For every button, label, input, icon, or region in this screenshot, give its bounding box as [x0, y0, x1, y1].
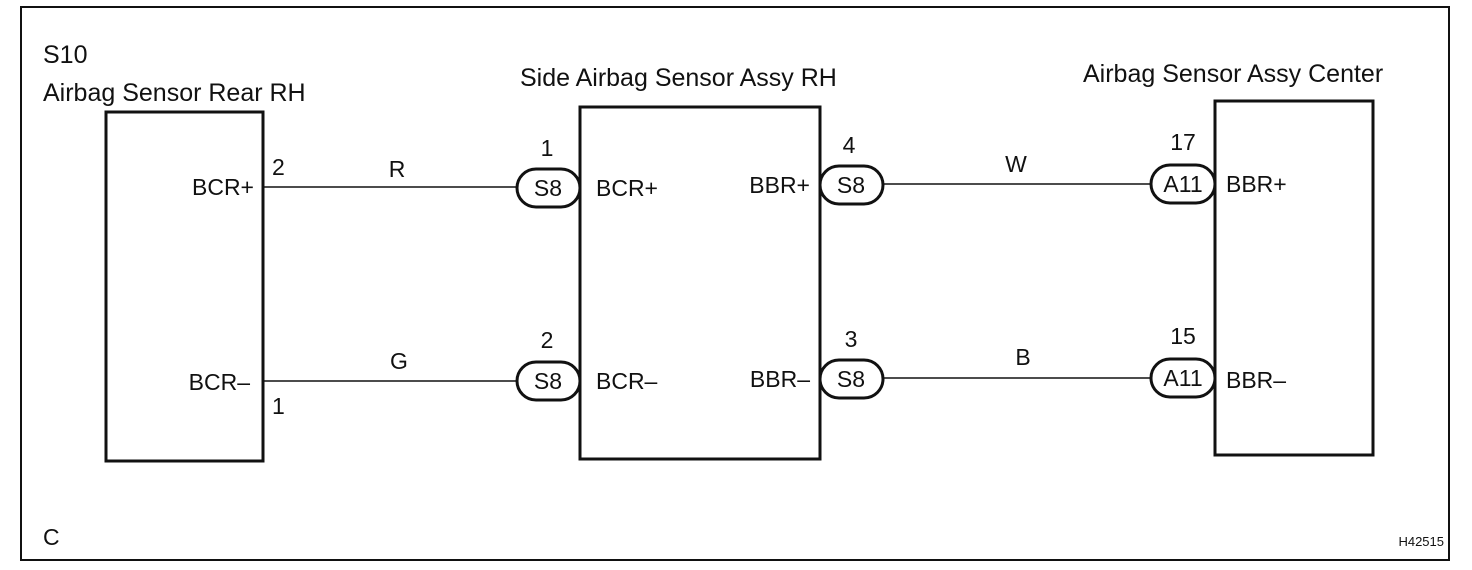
connector-s8-pin2-label: S8: [534, 368, 562, 394]
rear-pin-bcr-plus-label: BCR+: [192, 174, 254, 200]
corner-label: C: [43, 524, 60, 550]
center-pin-bbr-plus-label: BBR+: [1226, 171, 1287, 197]
center-pin-15-number: 15: [1170, 323, 1196, 349]
rear-sensor-box: [104, 110, 265, 463]
center-pin-17-number: 17: [1170, 129, 1196, 155]
side-pin-1-number: 1: [541, 135, 554, 161]
center-pin-bbr-minus-label: BBR–: [1226, 367, 1286, 393]
center-sensor-box: [1213, 99, 1375, 457]
side-sensor-name: Side Airbag Sensor Assy RH: [520, 64, 837, 92]
rear-sensor-code: S10: [43, 41, 87, 69]
side-sensor-box: [578, 105, 822, 461]
side-pin-bbr-minus-label: BBR–: [750, 366, 810, 392]
side-pin-bcr-plus-label: BCR+: [596, 175, 658, 201]
wire-w-color: W: [1005, 151, 1027, 177]
side-pin-2-number: 2: [541, 327, 554, 353]
connector-s8-pin4: [818, 164, 885, 206]
connector-a11-pin17-label: A11: [1163, 171, 1202, 197]
connector-s8-pin2: [515, 360, 582, 402]
connector-s8-pin3-label: S8: [837, 366, 865, 392]
wire-g-color: G: [390, 348, 408, 374]
diagram-frame: [20, 6, 1450, 561]
connector-s8-pin4-label: S8: [837, 172, 865, 198]
figure-code: H42515: [1398, 534, 1444, 549]
wire-b-color: B: [1015, 344, 1030, 370]
connector-a11-pin15: [1149, 357, 1217, 399]
connector-s8-pin1: [515, 167, 582, 209]
connector-s8-pin3: [818, 358, 885, 400]
center-sensor-name: Airbag Sensor Assy Center: [1083, 60, 1383, 88]
rear-pin-bcr-minus-label: BCR–: [189, 369, 251, 395]
rear-pin-2-number: 2: [272, 154, 285, 180]
side-pin-bcr-minus-label: BCR–: [596, 368, 658, 394]
side-pin-bbr-plus-label: BBR+: [749, 172, 810, 198]
side-pin-4-number: 4: [843, 132, 856, 158]
connector-s8-pin1-label: S8: [534, 175, 562, 201]
rear-sensor-name: Airbag Sensor Rear RH: [43, 79, 306, 107]
connector-a11-pin15-label: A11: [1163, 365, 1202, 391]
side-pin-3-number: 3: [845, 326, 858, 352]
connector-a11-pin17: [1149, 163, 1217, 205]
wire-r-color: R: [389, 156, 406, 182]
rear-pin-1-number: 1: [272, 393, 285, 419]
